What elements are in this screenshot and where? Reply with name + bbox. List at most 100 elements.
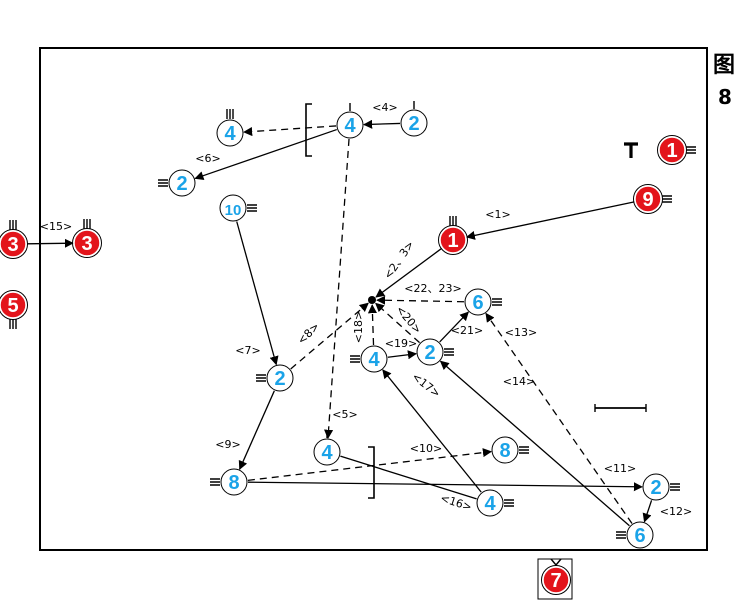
edge-line-e22_23	[376, 295, 465, 305]
player-number: 4	[484, 493, 496, 515]
edge-line-e11	[247, 481, 643, 492]
player-outline	[72, 228, 102, 258]
player-number: 2	[274, 368, 285, 390]
orientation-tick-r1_corner	[686, 146, 696, 154]
edge-labels-layer: <1><2、3><4><5><6><7><8><9><10><11><12><1…	[40, 101, 692, 518]
player-node-n4_top_mid: 4	[336, 111, 364, 139]
player-number: 3	[7, 234, 18, 256]
player-node-n8_right: 8	[491, 436, 519, 464]
player-node-n4_bottom_right: 4	[476, 489, 504, 517]
player-node-n2_top_right: 2	[400, 109, 428, 137]
edge-label-e17: <17>	[409, 370, 443, 400]
player-number: 1	[666, 140, 677, 162]
edge-line-e19	[387, 350, 418, 360]
player-node-n2_mid: 2	[266, 364, 294, 392]
edge-line-e15	[26, 238, 74, 248]
orientation-tick-n2_center	[444, 348, 454, 356]
orientation-tick-n6_center	[492, 298, 502, 306]
edges-layer	[26, 119, 653, 527]
player-outline	[657, 135, 687, 165]
edge-label-e20: <20>	[393, 303, 424, 336]
player-node-r3_right: 3	[72, 228, 102, 258]
edge-label-e13: <13>	[505, 326, 537, 339]
player-number: 4	[368, 349, 380, 371]
orientation-tick-n4_bottom_right	[504, 499, 514, 507]
player-number: 4	[321, 442, 333, 464]
orientation-tick-n2_mid	[256, 374, 266, 382]
edge-label-e8: <8>	[295, 320, 322, 347]
player-node-r3_left: 3	[0, 229, 28, 259]
player-circle	[219, 194, 247, 222]
player-node-n4_bottom_mid: 4	[313, 438, 341, 466]
player-node-r9: 9	[633, 184, 663, 214]
edge-label-e15: <15>	[40, 220, 72, 233]
player-number: 7	[550, 570, 561, 592]
player-number: 6	[472, 292, 483, 314]
edge-label-e19: <19>	[385, 337, 417, 350]
orientation-tick-n4_center	[350, 355, 360, 363]
player-number: 2	[176, 173, 187, 195]
player-circle	[542, 566, 570, 594]
screen-hook-corner	[624, 142, 638, 158]
player-node-r1_center: 1	[438, 225, 468, 255]
player-number: 4	[344, 115, 356, 137]
figure-number: 8	[718, 85, 732, 109]
edge-line-e13	[485, 312, 633, 524]
edge-line-e9	[238, 390, 275, 471]
orientation-tick-r7	[550, 558, 562, 567]
edge-line-e4	[363, 119, 401, 129]
player-circle	[491, 436, 519, 464]
edge-label-e18: <18>	[352, 311, 365, 343]
orientation-tick-r9	[662, 195, 672, 203]
edge-line-e17	[382, 369, 482, 493]
orientation-tick-r3_left	[9, 220, 17, 230]
player-number: 8	[499, 440, 510, 462]
edge-label-e4: <4>	[372, 101, 397, 114]
edge-line-e2_3	[375, 247, 443, 298]
edge-label-e9: <9>	[215, 438, 240, 451]
edge-label-e5: <5>	[332, 408, 357, 421]
edge-line-e5	[324, 138, 350, 439]
court-boundary	[39, 47, 708, 551]
edge-label-e2_3: <2、3>	[381, 238, 417, 281]
player-circle	[464, 288, 492, 316]
player-node-n6_bottom_right: 6	[626, 521, 654, 549]
player-circle	[400, 109, 428, 137]
player-node-r5: 5	[0, 290, 28, 320]
edge-line-e20	[375, 302, 421, 344]
edge-label-e6: <6>	[195, 152, 220, 165]
player-number: 1	[447, 230, 458, 252]
player-circle	[168, 169, 196, 197]
player-number: 5	[7, 295, 18, 317]
player-circle	[626, 521, 654, 549]
player-node-n8_bottom: 8	[220, 468, 248, 496]
edge-label-e14: <14>	[503, 375, 535, 388]
orientation-tick-r3_right	[83, 219, 91, 229]
player-node-n6_center: 6	[464, 288, 492, 316]
player-number: 9	[642, 189, 653, 211]
edge-line-e7	[236, 221, 279, 366]
edge-label-e12: <12>	[660, 505, 692, 518]
player-circle	[313, 438, 341, 466]
player-circle	[336, 111, 364, 139]
edge-label-e16: <16>	[439, 491, 474, 513]
player-circle	[634, 185, 662, 213]
edge-label-e7: <7>	[235, 344, 260, 357]
orientation-tick-n2_left	[158, 179, 168, 187]
player-outline	[541, 565, 571, 595]
player-node-n2_center: 2	[416, 338, 444, 366]
player-circle	[476, 489, 504, 517]
player-circle	[360, 345, 388, 373]
orientation-tick-n8_bottom	[210, 478, 220, 486]
player-node-n2_far_right: 2	[642, 473, 670, 501]
ticks-layer	[9, 101, 696, 567]
edge-line-e1	[465, 201, 635, 240]
edge-line-e21	[439, 311, 469, 343]
player-circle	[216, 119, 244, 147]
edge-label-e1: <1>	[485, 208, 510, 221]
edge-line-e18	[367, 304, 377, 346]
player-node-n4_center: 4	[360, 345, 388, 373]
player-circle	[73, 229, 101, 257]
